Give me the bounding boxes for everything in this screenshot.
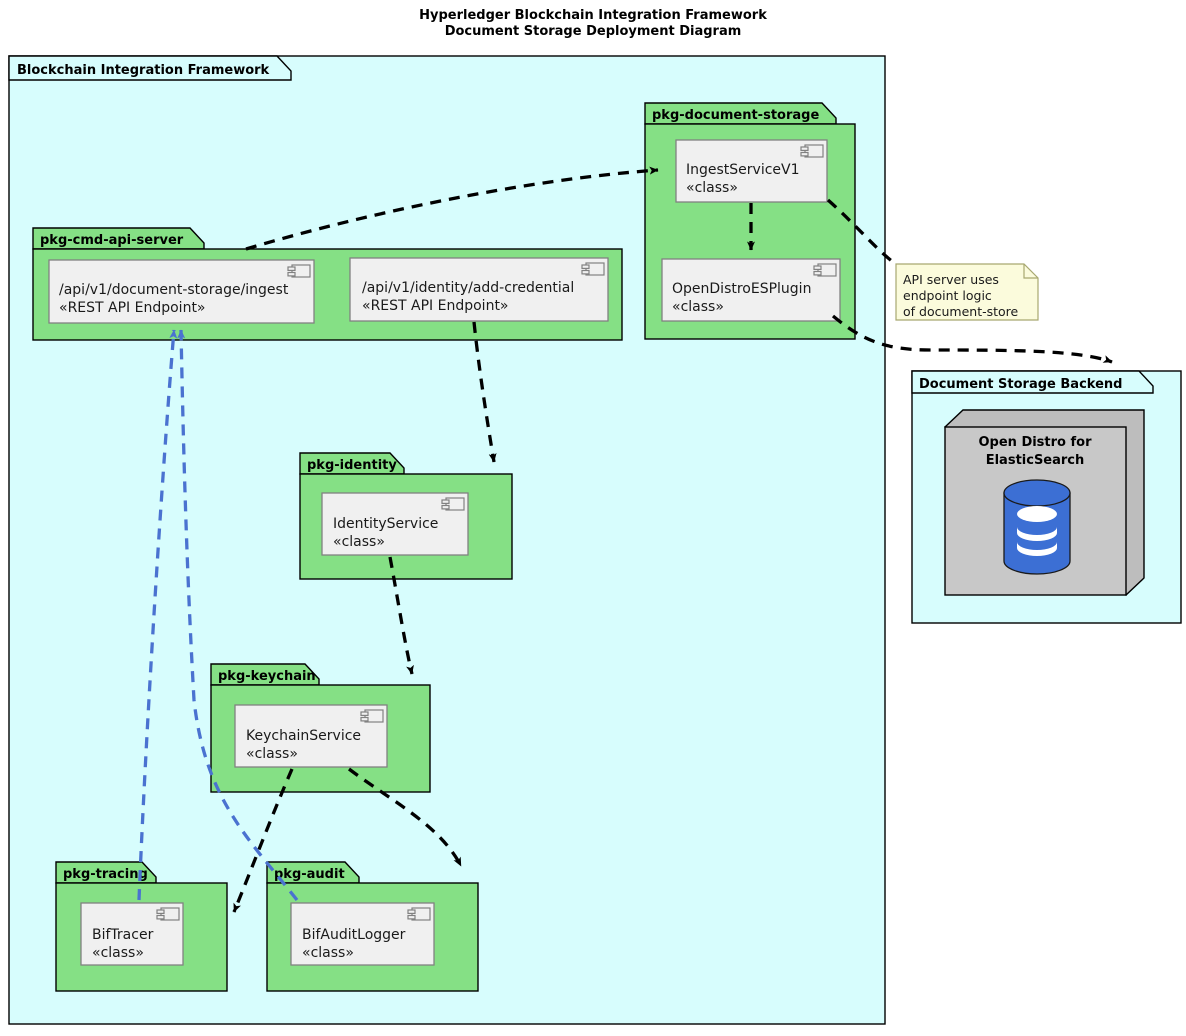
component-stereotype: «class» bbox=[686, 180, 738, 196]
connection-identity-to-keychain bbox=[388, 556, 414, 675]
component-stereotype: «REST API Endpoint» bbox=[362, 298, 509, 314]
connection-tracer-to-ingest-endpoint bbox=[137, 329, 178, 901]
node-label-line1: Open Distro for bbox=[978, 435, 1092, 450]
package-label-identity: pkg-identity bbox=[307, 458, 397, 473]
component-name: IngestServiceV1 bbox=[686, 162, 800, 178]
component-api-v1-identity-add-credential[interactable]: /api/v1/identity/add-credential «REST AP… bbox=[349, 257, 609, 322]
component-stereotype: «class» bbox=[246, 746, 298, 762]
frame-label: Blockchain Integration Framework bbox=[17, 63, 270, 78]
connections-layer bbox=[137, 166, 1113, 913]
package-pkg-identity[interactable]: pkg-identity IdentityService «class» bbox=[299, 452, 513, 580]
component-icon bbox=[287, 264, 311, 278]
component-name: BifTracer bbox=[92, 927, 154, 943]
connection-ingest-to-note bbox=[826, 198, 895, 264]
component-stereotype: «class» bbox=[302, 945, 354, 961]
component-name: /api/v1/document-storage/ingest bbox=[59, 282, 289, 298]
component-keychain-service[interactable]: KeychainService «class» bbox=[234, 704, 388, 768]
component-icon bbox=[441, 497, 465, 511]
component-name: KeychainService bbox=[246, 728, 361, 744]
note-line-3: of document-store bbox=[903, 304, 1019, 319]
connection-keychain-to-tracing bbox=[232, 768, 294, 913]
note-line-2: endpoint logic bbox=[903, 288, 992, 303]
component-icon bbox=[407, 907, 431, 921]
package-label-audit: pkg-audit bbox=[274, 867, 345, 882]
package-pkg-keychain[interactable]: pkg-keychain KeychainService «class» bbox=[210, 663, 431, 793]
component-ingest-service-v1[interactable]: IngestServiceV1 «class» bbox=[675, 139, 828, 203]
page-title: Hyperledger Blockchain Integration Frame… bbox=[419, 8, 767, 39]
component-api-v1-document-storage-ingest[interactable]: /api/v1/document-storage/ingest «REST AP… bbox=[48, 259, 315, 324]
component-bif-audit-logger[interactable]: BifAuditLogger «class» bbox=[290, 902, 435, 966]
package-pkg-cmd-api-server[interactable]: pkg-cmd-api-server /api/v1/document-stor… bbox=[32, 227, 623, 341]
connection-audit-logger-to-ingest-endpoint bbox=[177, 329, 299, 902]
component-open-distro-es-plugin[interactable]: OpenDistroESPlugin «class» bbox=[661, 258, 841, 322]
component-stereotype: «class» bbox=[92, 945, 144, 961]
backend-frame-label: Document Storage Backend bbox=[919, 377, 1122, 392]
component-stereotype: «REST API Endpoint» bbox=[59, 300, 206, 316]
component-name: BifAuditLogger bbox=[302, 927, 406, 943]
component-bif-tracer[interactable]: BifTracer «class» bbox=[80, 902, 184, 966]
package-label-keychain: pkg-keychain bbox=[218, 669, 316, 684]
component-name: IdentityService bbox=[333, 516, 438, 532]
connection-keychain-to-audit bbox=[348, 767, 463, 867]
frame-document-storage-backend: Document Storage Backend Open Distro for… bbox=[911, 370, 1182, 624]
connection-document-storage-to-backend bbox=[831, 314, 1113, 364]
package-label-tracing: pkg-tracing bbox=[63, 867, 148, 882]
component-stereotype: «class» bbox=[333, 534, 385, 550]
component-icon bbox=[813, 263, 837, 277]
component-name: /api/v1/identity/add-credential bbox=[362, 280, 574, 296]
node-label-line2: ElasticSearch bbox=[986, 453, 1085, 468]
package-label-cmd-api-server: pkg-cmd-api-server bbox=[40, 233, 184, 248]
node-open-distro-elasticsearch[interactable]: Open Distro for ElasticSearch bbox=[943, 409, 1145, 596]
component-icon bbox=[156, 907, 180, 921]
component-name: OpenDistroESPlugin bbox=[672, 281, 811, 297]
component-stereotype: «class» bbox=[672, 299, 724, 315]
component-icon bbox=[800, 144, 824, 158]
component-icon bbox=[360, 709, 384, 723]
package-pkg-document-storage[interactable]: pkg-document-storage IngestServiceV1 «cl… bbox=[644, 102, 856, 340]
database-cylinder-icon bbox=[1003, 479, 1071, 575]
note-line-1: API server uses bbox=[903, 272, 999, 287]
component-identity-service[interactable]: IdentityService «class» bbox=[321, 492, 469, 556]
package-pkg-audit[interactable]: pkg-audit BifAuditLogger «class» bbox=[266, 861, 479, 992]
note-api-server-uses-endpoint-logic: API server uses endpoint logic of docume… bbox=[895, 263, 1039, 321]
connection-api-server-to-ingest-service bbox=[245, 166, 659, 251]
package-label-document-storage: pkg-document-storage bbox=[652, 108, 819, 123]
package-pkg-tracing[interactable]: pkg-tracing BifTracer «class» bbox=[55, 861, 228, 992]
component-icon bbox=[581, 262, 605, 276]
